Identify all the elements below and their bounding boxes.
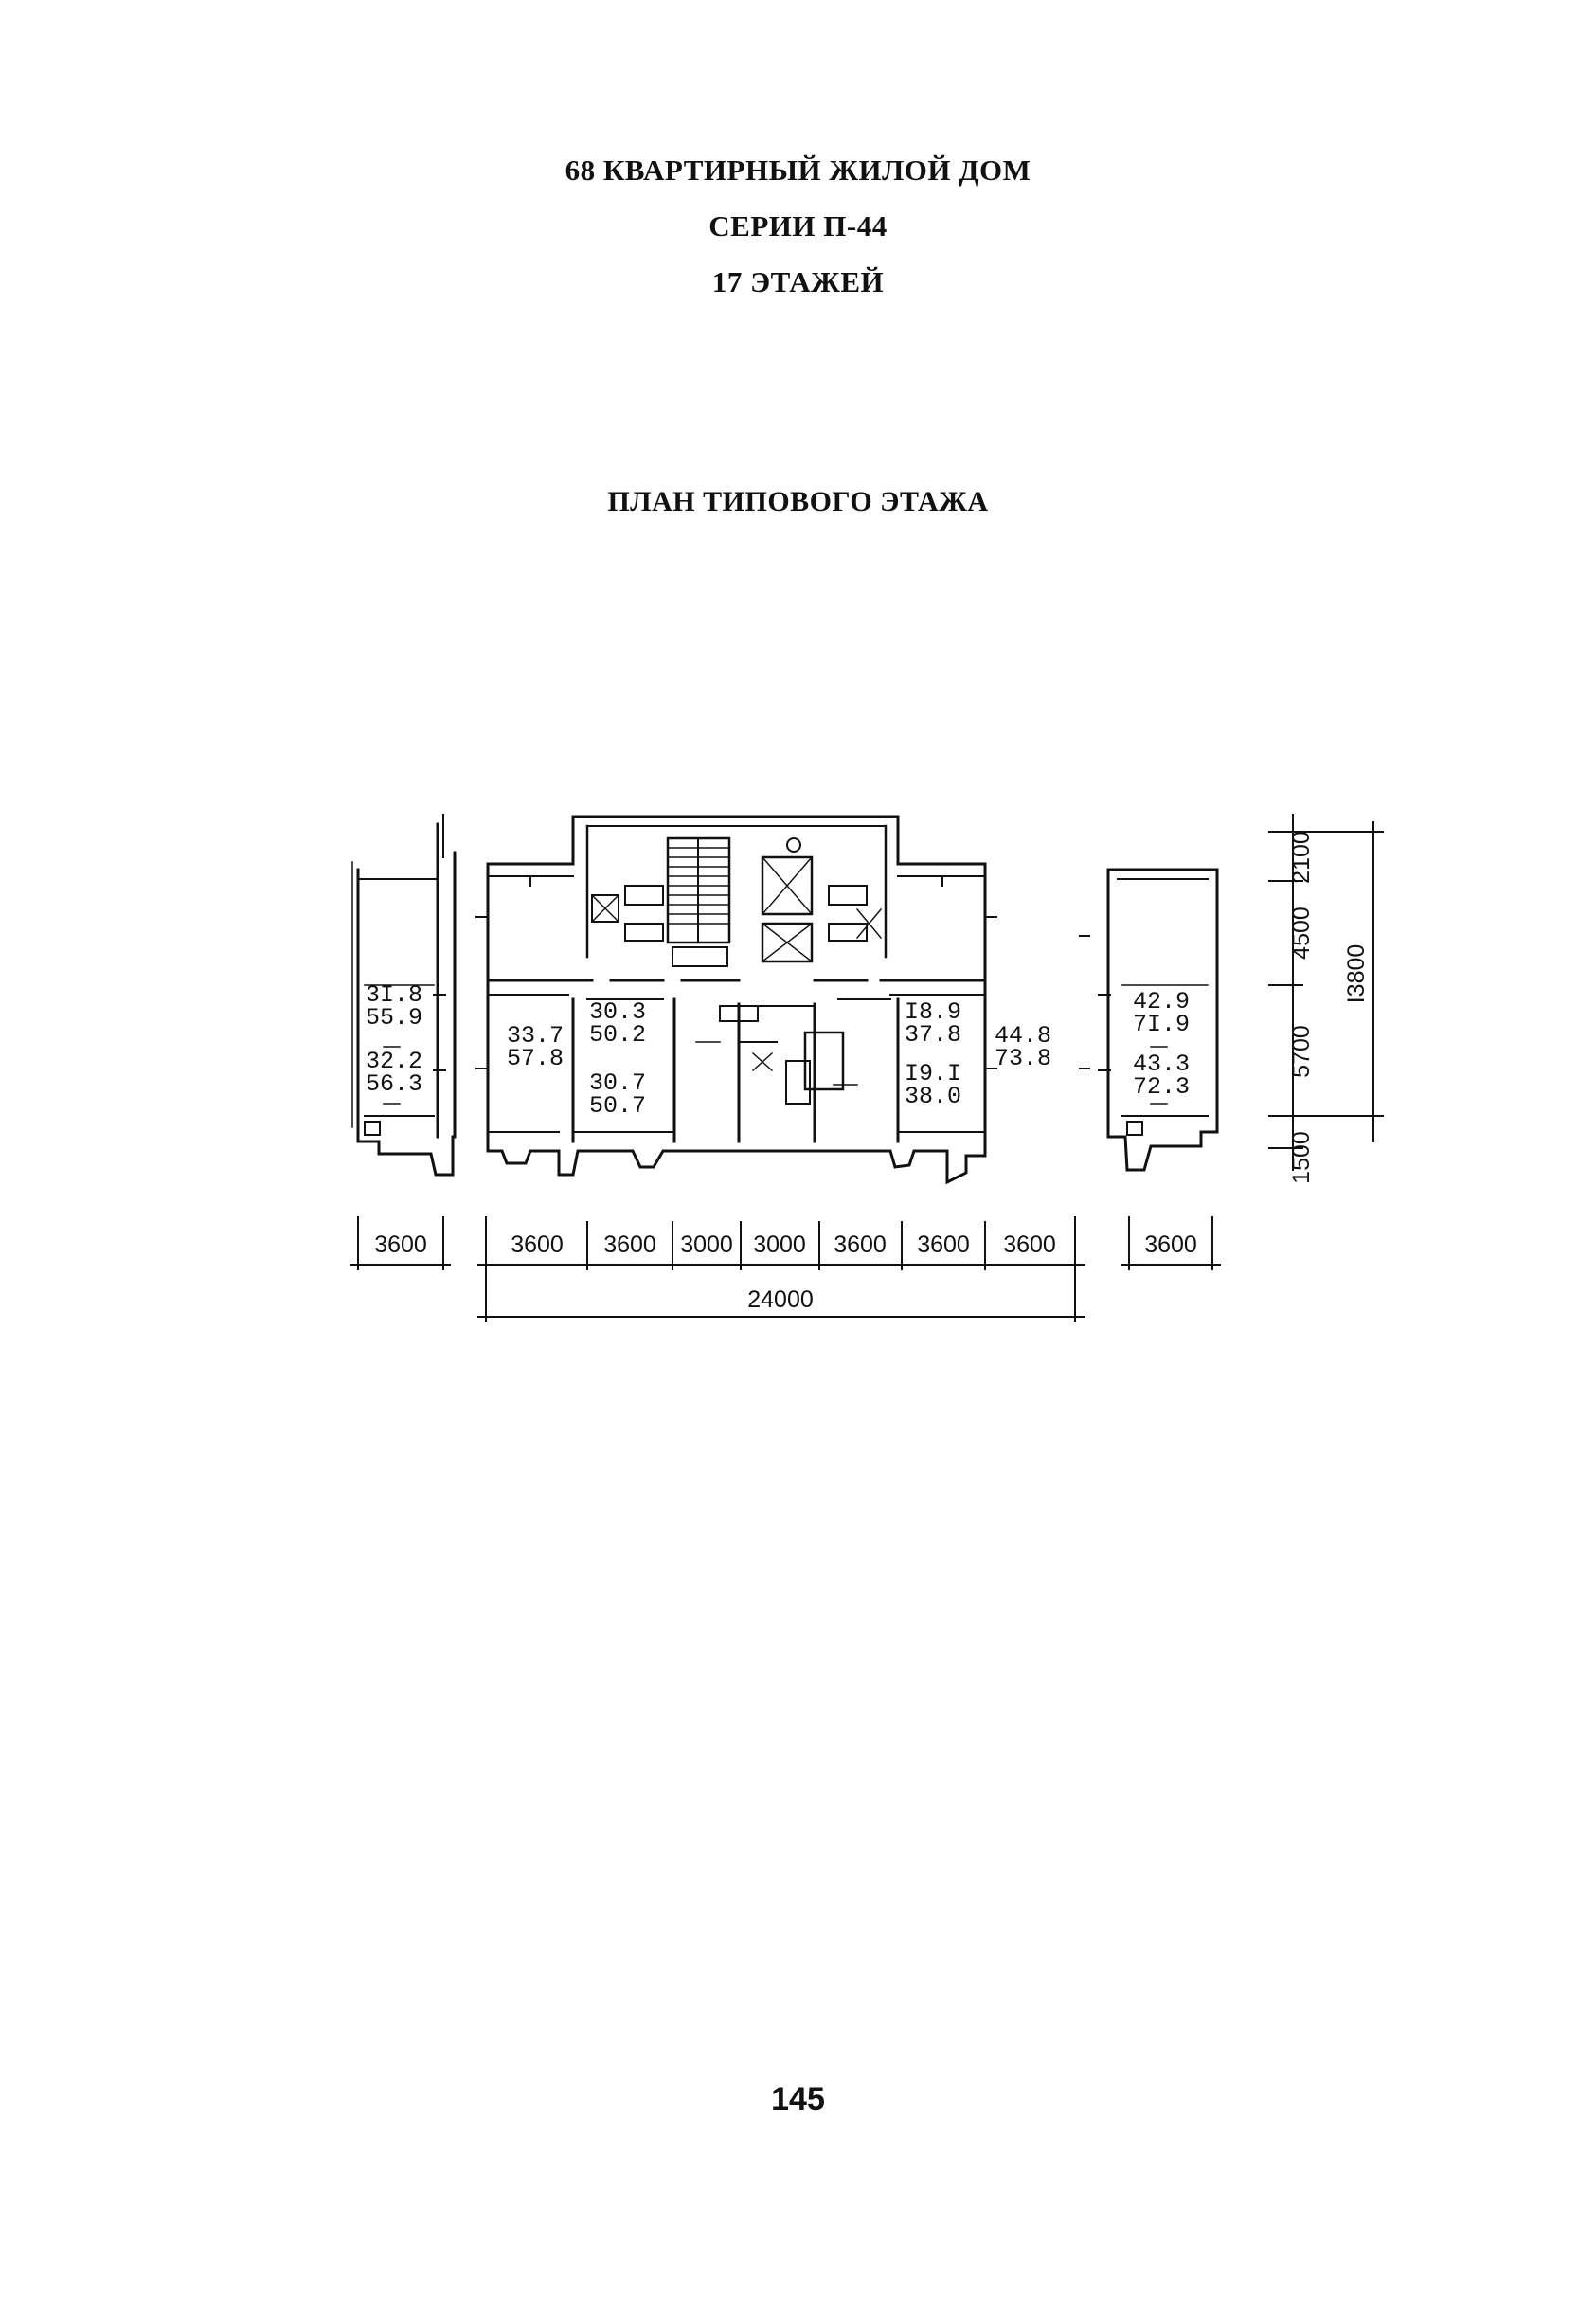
dim-vertical-2100: 2100 xyxy=(1288,831,1315,884)
bottom-dimension-lines xyxy=(350,1216,1221,1322)
apt-1-living-area: 33.7 xyxy=(507,1022,564,1050)
apt-1-total-area: 57.8 xyxy=(507,1045,564,1072)
apt-5-total-area: 38.0 xyxy=(905,1083,961,1110)
right-wing-section xyxy=(1098,868,1219,1172)
central-section xyxy=(475,815,1090,1185)
apt-6-living-area: 44.8 xyxy=(995,1022,1051,1050)
left-wing-area-1: 3I.8 xyxy=(366,981,422,1009)
dim-bay-5: 3600 xyxy=(834,1231,887,1258)
right-wing-area-3: 43.3 xyxy=(1133,1051,1190,1078)
dim-bay-1: 3600 xyxy=(511,1231,564,1258)
dim-vertical-4500: 4500 xyxy=(1288,907,1315,960)
dim-bay-7: 3600 xyxy=(1003,1231,1056,1258)
doc-title-line-2: СЕРИИ П-44 xyxy=(708,209,888,243)
dim-bay-3: 3000 xyxy=(680,1231,733,1258)
left-wing-section xyxy=(351,814,457,1177)
right-wing-area-1: 42.9 xyxy=(1133,988,1190,1015)
dim-vertical-1500: 1500 xyxy=(1288,1131,1315,1184)
page-number: 145 xyxy=(771,2081,825,2117)
apt-5-living-area: I9.I xyxy=(905,1060,961,1087)
dim-bay-2: 3600 xyxy=(603,1231,656,1258)
apt-3-total-area: 50.7 xyxy=(589,1092,646,1120)
right-wing-area-4: 72.3 xyxy=(1133,1073,1190,1101)
dim-total-length: 24000 xyxy=(747,1286,814,1313)
dim-left-wing: 3600 xyxy=(374,1231,427,1258)
dim-bay-4: 3000 xyxy=(753,1231,806,1258)
plan-title: ПЛАН ТИПОВОГО ЭТАЖА xyxy=(607,486,989,517)
dim-vertical-5700: 5700 xyxy=(1288,1025,1315,1078)
dim-right-wing: 3600 xyxy=(1144,1231,1197,1258)
doc-title-line-3: 17 ЭТАЖЕЙ xyxy=(711,265,885,298)
dim-bay-6: 3600 xyxy=(917,1231,970,1258)
left-wing-area-3: 32.2 xyxy=(366,1048,422,1075)
dim-vertical-total: I3800 xyxy=(1343,944,1370,1004)
left-wing-area-2: 55.9 xyxy=(366,1004,422,1032)
right-wing-area-2: 7I.9 xyxy=(1133,1011,1190,1038)
left-wing-area-4: 56.3 xyxy=(366,1070,422,1098)
apt-4-living-area: I8.9 xyxy=(905,998,961,1026)
apt-3-living-area: 30.7 xyxy=(589,1069,646,1097)
apt-4-total-area: 37.8 xyxy=(905,1021,961,1049)
apt-2-living-area: 30.3 xyxy=(589,998,646,1026)
apt-6-total-area: 73.8 xyxy=(995,1045,1051,1072)
vertical-dimension-lines xyxy=(1268,814,1384,1171)
doc-title-line-1: 68 КВАРТИРНЫЙ ЖИЛОЙ ДОМ xyxy=(565,153,1031,187)
apt-2-total-area: 50.2 xyxy=(589,1021,646,1049)
